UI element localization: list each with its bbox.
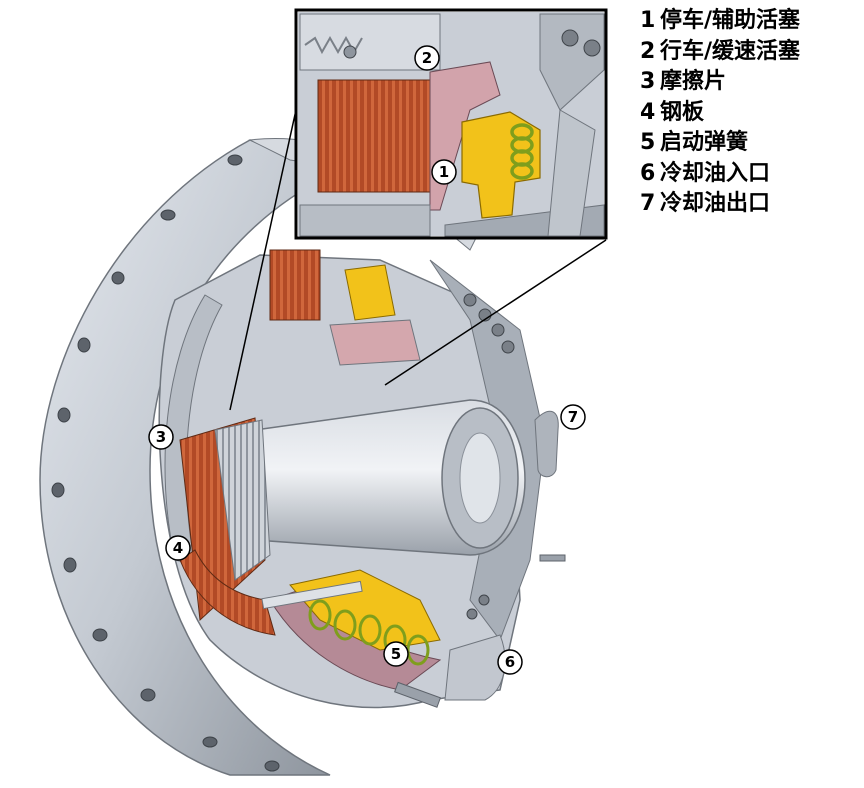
callout-5-label: 5 <box>391 645 401 663</box>
legend-number: 7 <box>640 191 656 216</box>
legend-number: 2 <box>640 38 656 64</box>
legend-label: 摩擦片 <box>660 69 727 94</box>
cooling-oil-inlet-port <box>394 554 566 708</box>
inset-leader-lines <box>229 109 607 411</box>
callout-7: 7 <box>560 404 586 430</box>
legend-label: 停车/辅助活塞 <box>660 8 801 33</box>
callout-1: 1 <box>431 159 457 185</box>
legend-label: 冷却油入口 <box>660 160 771 186</box>
callout-6-label: 6 <box>505 653 515 671</box>
legend-label: 行车/缓速活塞 <box>660 38 801 64</box>
callout-2-label: 2 <box>422 49 432 67</box>
callout-7-label: 7 <box>568 408 578 426</box>
callout-2: 2 <box>414 45 440 71</box>
callout-3-label: 3 <box>156 428 166 446</box>
legend-label: 冷却油出口 <box>660 191 771 216</box>
legend-label: 钢板 <box>660 99 705 125</box>
callout-4: 4 <box>165 535 191 561</box>
callout-4-label: 4 <box>173 539 183 557</box>
legend-number: 3 <box>640 69 656 94</box>
cooling-oil-outlet-port <box>534 410 559 478</box>
legend-number: 4 <box>640 99 656 125</box>
legend-number: 1 <box>640 8 656 33</box>
legend-number: 5 <box>640 130 656 155</box>
detail-inset <box>294 8 608 240</box>
legend-label: 启动弹簧 <box>660 130 749 155</box>
callout-5: 5 <box>383 641 409 667</box>
callout-6: 6 <box>497 649 523 675</box>
legend-number: 6 <box>640 160 656 186</box>
flange-bolt-holes <box>51 154 280 772</box>
callout-1-label: 1 <box>439 163 449 181</box>
central-shaft <box>254 399 526 556</box>
upper-piston-section <box>269 249 421 366</box>
friction-disc-stack <box>179 417 276 636</box>
callout-3: 3 <box>148 424 174 450</box>
